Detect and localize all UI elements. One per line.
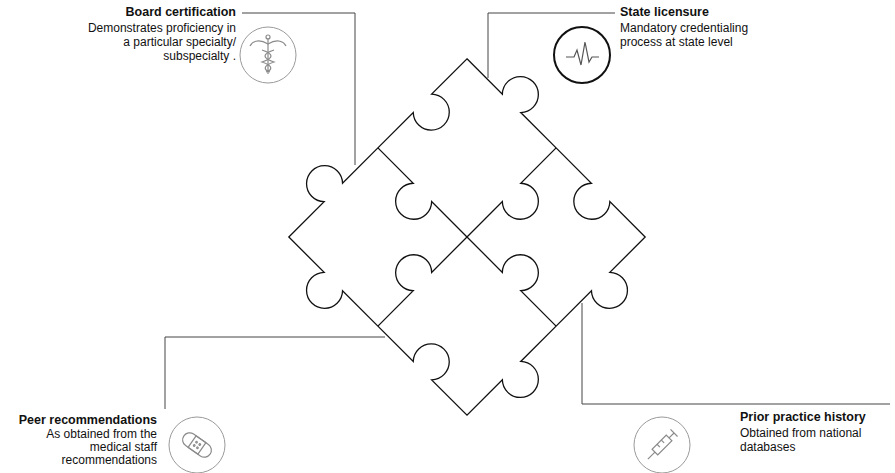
caduceus-icon	[240, 27, 296, 83]
callout-heading: Prior practice history	[740, 410, 890, 425]
heartbeat-icon	[554, 27, 610, 83]
syringe-icon	[634, 417, 690, 473]
bandage-icon	[169, 417, 225, 473]
leader-line	[165, 337, 385, 409]
callout-text: Demonstrates proficiency in a particular…	[86, 21, 236, 63]
leader-line	[582, 303, 890, 404]
callout-text: As obtained from the medical staff recom…	[2, 428, 157, 467]
callout-heading: State licensure	[620, 5, 820, 20]
callout-heading: Peer recommendations	[2, 413, 157, 428]
callout-text: Mandatory credentialing process at state…	[620, 21, 780, 49]
callout-text: Obtained from national databases	[740, 426, 890, 454]
callout-heading: Board certification	[86, 5, 236, 20]
puzzle-pieces	[246, 16, 689, 459]
